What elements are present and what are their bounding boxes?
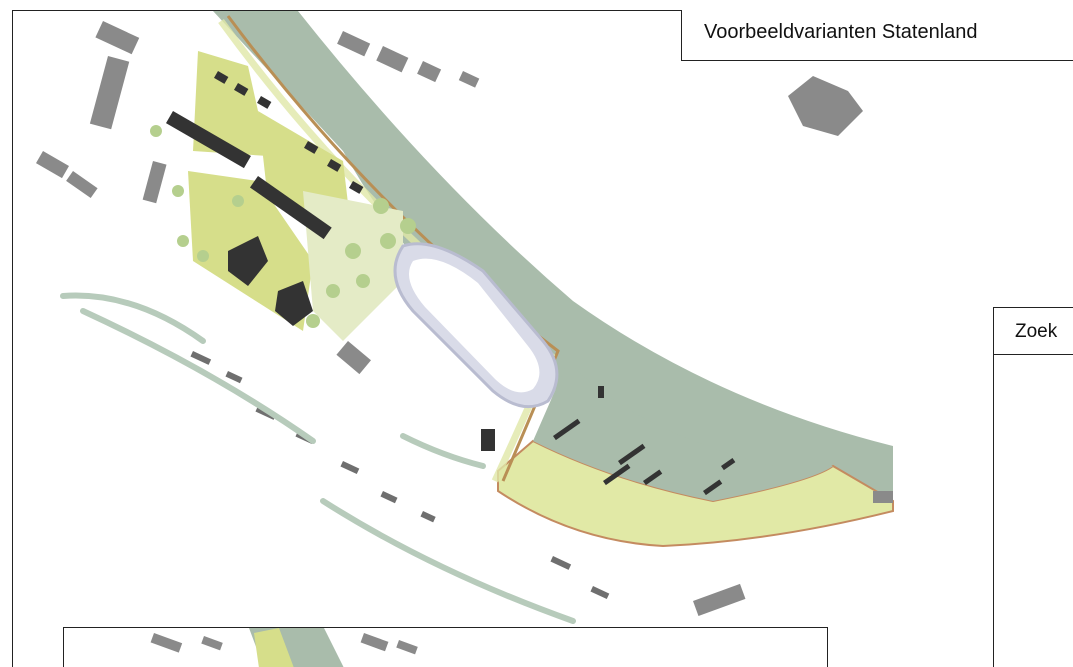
green-block-1 xyxy=(193,51,268,156)
existing-buildings xyxy=(36,21,893,617)
trees xyxy=(150,125,416,328)
running-track xyxy=(393,242,559,409)
search-label: Zoek xyxy=(994,308,1073,355)
row-houses xyxy=(166,70,495,451)
parking-area xyxy=(533,361,833,501)
ditches xyxy=(60,292,576,624)
search-panel: Zoek xyxy=(993,307,1073,667)
parked-cars xyxy=(553,386,736,496)
canal-water xyxy=(213,11,893,501)
site-plan-map[interactable] xyxy=(13,11,1073,667)
inset-map-graphic xyxy=(150,628,418,667)
map-title: Voorbeeldvarianten Statenland xyxy=(681,10,1073,61)
inset-map-preview[interactable] xyxy=(63,627,828,667)
map-frame xyxy=(12,10,1073,667)
